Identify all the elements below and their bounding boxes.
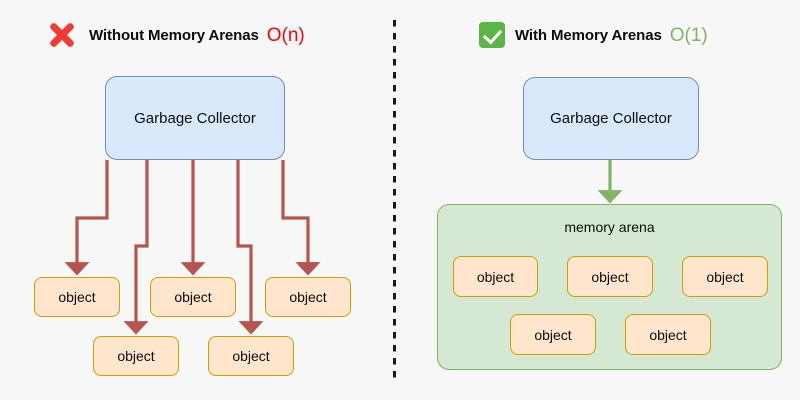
left-garbage-collector-label: Garbage Collector — [134, 109, 256, 127]
left-object-4[interactable]: object — [93, 336, 179, 376]
arena-object-3-label: object — [706, 268, 744, 285]
right-garbage-collector-label: Garbage Collector — [550, 110, 672, 127]
left-object-1-label: object — [58, 289, 96, 305]
left-arrow-2 — [123, 160, 149, 335]
left-object-4-label: object — [117, 348, 155, 364]
arena-object-1-label: object — [476, 268, 515, 285]
left-object-3[interactable]: object — [265, 277, 351, 317]
left-object-1[interactable]: object — [34, 277, 120, 317]
right-panel-header: With Memory Arenas O(1) — [479, 22, 708, 48]
left-arrow-5 — [281, 160, 321, 276]
left-panel-complexity: O(n) — [266, 24, 305, 46]
right-garbage-collector-node[interactable]: Garbage Collector — [523, 77, 699, 160]
arena-object-2-label: object — [591, 268, 629, 285]
right-panel-title: With Memory Arenas — [515, 26, 662, 44]
left-object-5[interactable]: object — [208, 336, 294, 376]
arena-object-4-label: object — [534, 326, 572, 343]
left-object-2[interactable]: object — [150, 277, 236, 317]
arena-object-4[interactable]: object — [510, 314, 596, 355]
arena-object-5[interactable]: object — [625, 314, 711, 355]
panel-divider — [393, 20, 396, 380]
arena-object-2[interactable]: object — [567, 256, 653, 297]
arena-object-5-label: object — [649, 326, 687, 343]
right-panel-complexity: O(1) — [669, 24, 708, 46]
left-object-2-label: object — [174, 289, 212, 305]
left-arrow-1 — [64, 160, 109, 276]
cross-icon — [46, 19, 78, 51]
left-object-3-label: object — [289, 289, 327, 305]
left-panel-header: Without Memory Arenas O(n) — [46, 19, 305, 51]
arena-object-1[interactable]: object — [453, 256, 538, 297]
left-panel-title: Without Memory Arenas — [89, 26, 259, 44]
arena-object-3[interactable]: object — [682, 256, 768, 297]
left-garbage-collector-node[interactable]: Garbage Collector — [105, 76, 285, 160]
left-object-5-label: object — [232, 348, 270, 364]
left-arrow-4 — [236, 160, 264, 335]
memory-arena-label: memory arena — [564, 219, 655, 235]
check-icon — [479, 22, 505, 48]
